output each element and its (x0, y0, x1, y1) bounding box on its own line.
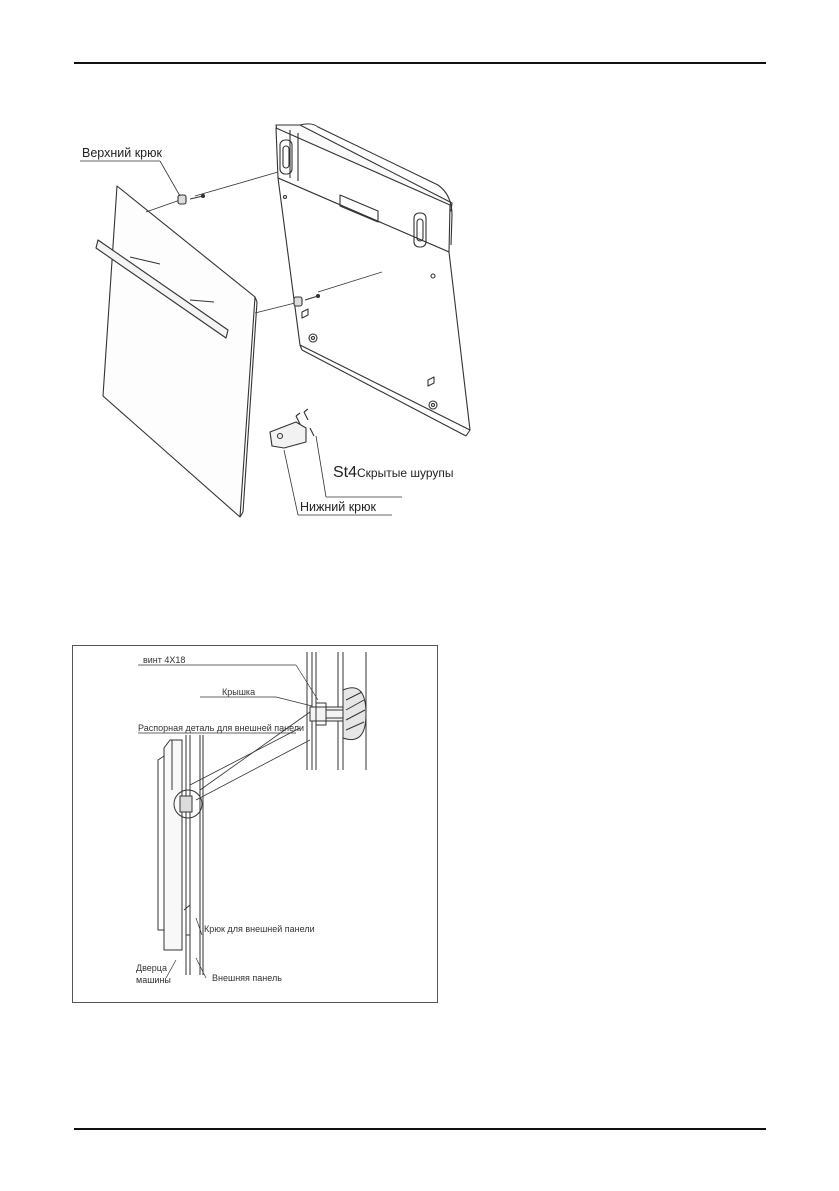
screw-label: винт 4X18 (143, 655, 185, 665)
machine-door (275, 123, 471, 437)
lower-hook-label: Нижний крюк (300, 500, 377, 514)
hidden-screws-label: Скрытые шурупы (357, 466, 454, 480)
exploded-assembly-diagram: Верхний крюк St4 Скрытые шурупы Нижний к… (80, 123, 471, 518)
footer-rule (74, 1128, 766, 1130)
panel-hook-label: Крюк для внешней панели (204, 924, 315, 934)
lower-hook-part (269, 408, 315, 449)
middle-hook-part (293, 293, 321, 307)
screws-prefix-label: St4 (333, 464, 357, 481)
detail-enlargement (306, 652, 367, 770)
door-label-line2: машины (136, 975, 171, 985)
decor-panel (95, 185, 258, 518)
spacer-label: Распорная деталь для внешней панели (138, 723, 304, 733)
section-view-frame (72, 645, 438, 1003)
header-rule (74, 62, 766, 64)
outer-panel-label: Внешняя панель (212, 973, 282, 983)
door-section (157, 735, 204, 975)
upper-hook-part (177, 193, 206, 205)
door-label-line1: Дверца (136, 963, 167, 973)
upper-hook-label: Верхний крюк (82, 146, 162, 160)
cap-label: Крышка (222, 687, 255, 697)
